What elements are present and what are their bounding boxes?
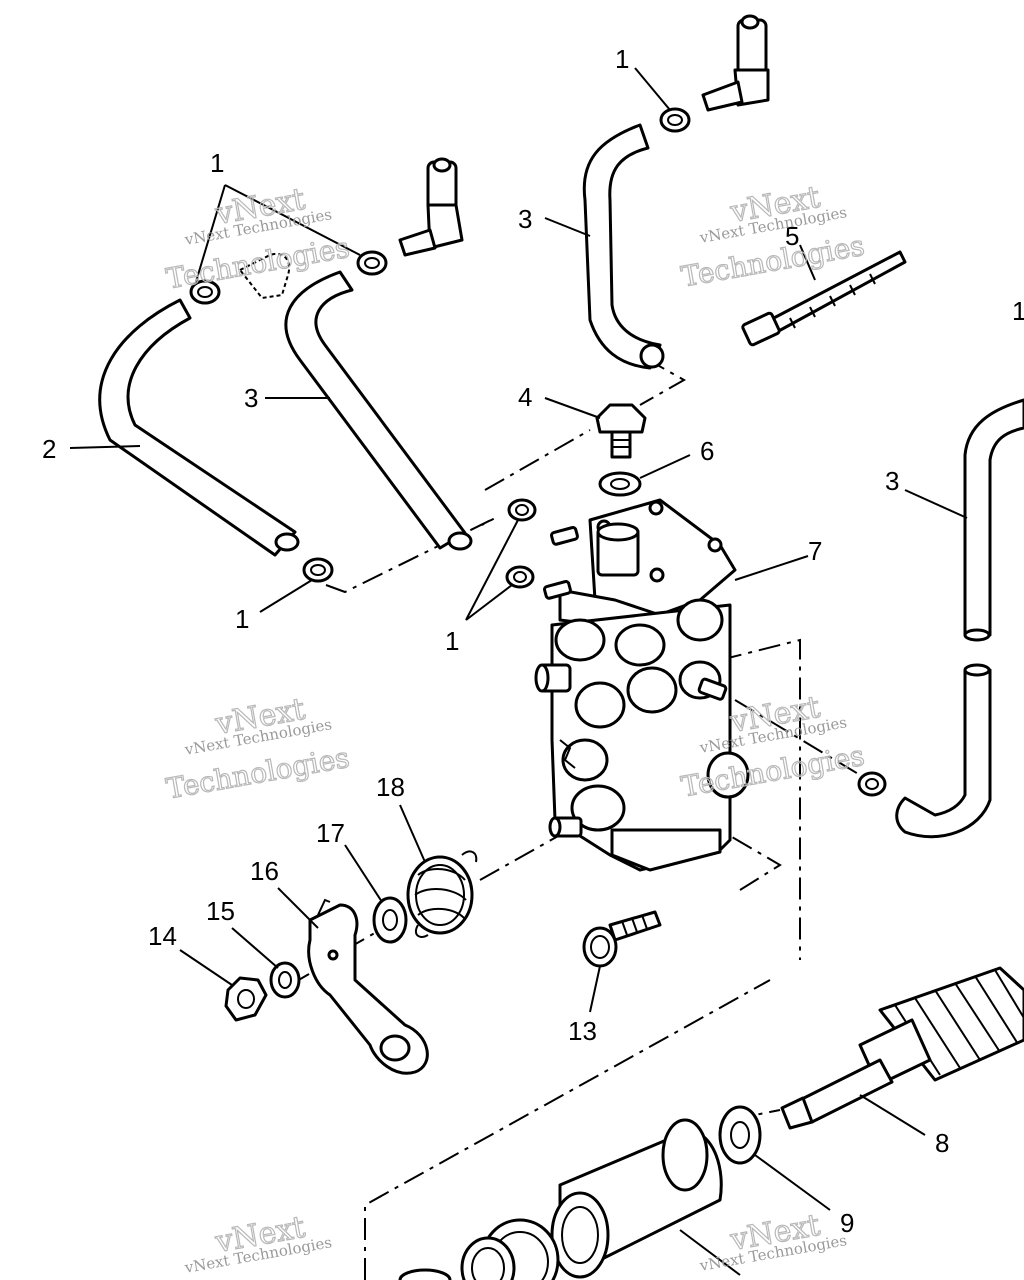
fitting-elbow-ghost <box>238 252 290 300</box>
fitting-elbow-top <box>701 14 770 112</box>
callout-1: 1 <box>445 626 459 656</box>
clamp-1-b <box>356 250 388 276</box>
clamp-1-g <box>857 771 887 797</box>
callout-16: 16 <box>250 856 279 886</box>
callout-15: 15 <box>206 896 235 926</box>
callout-3: 3 <box>244 383 258 413</box>
clamp-1-e <box>507 498 537 522</box>
callout-5: 5 <box>785 221 799 251</box>
lever-16 <box>307 898 429 1075</box>
callout-17: 17 <box>316 818 345 848</box>
callout-14: 14 <box>148 921 177 951</box>
washer-6 <box>598 471 642 497</box>
clamp-1-a <box>189 279 221 305</box>
watermark: vNext vNext Technologies <box>182 1209 333 1277</box>
oil-pump-7 <box>534 498 750 872</box>
callout-6: 6 <box>700 436 714 466</box>
bushing <box>550 1118 723 1279</box>
callout-1: 1 <box>210 148 224 178</box>
washer-15 <box>269 961 301 999</box>
leader-lines <box>69 67 968 1276</box>
callout-1: 1 <box>615 44 629 74</box>
drive-shaft-8 <box>780 966 1024 1130</box>
callout-labels: 1 1 1 1 1 2 3 3 3 4 5 6 7 8 9 13 14 15 1… <box>42 44 1024 1238</box>
clamp-1-f <box>505 565 535 589</box>
fitting-elbow-left <box>398 157 464 257</box>
callout-4: 4 <box>518 382 532 412</box>
hose-3-top <box>582 123 665 370</box>
callout-1: 1 <box>235 604 249 634</box>
watermark: vNext vNext Technologies Technologies <box>163 691 352 806</box>
clamp-1-c <box>302 557 334 583</box>
clamp-1-d <box>659 107 691 133</box>
hose-3-left <box>284 270 473 551</box>
cable-tie-5 <box>741 250 907 347</box>
callout-13: 13 <box>568 1016 597 1046</box>
watermark: vNext vNext Technologies <box>697 1207 848 1275</box>
callout-9: 9 <box>840 1208 854 1238</box>
washer-9 <box>718 1105 762 1165</box>
hose-3-right <box>895 398 1024 839</box>
watermark: vNext vNext Technologies Technologies <box>678 179 867 294</box>
callout-8: 8 <box>935 1128 949 1158</box>
washer-17 <box>372 896 408 944</box>
callout-1: 1 <box>1012 296 1024 326</box>
hose-2 <box>98 298 300 557</box>
callout-3: 3 <box>885 466 899 496</box>
nut-14 <box>224 976 268 1022</box>
screw-13 <box>582 910 662 968</box>
callout-2: 2 <box>42 434 56 464</box>
bolt-4 <box>595 403 647 459</box>
spring-18 <box>406 850 478 938</box>
callout-7: 7 <box>808 536 822 566</box>
seal-spring-bottom <box>398 1218 560 1280</box>
watermark: vNext vNext Technologies Technologies <box>163 181 352 296</box>
callout-3: 3 <box>518 204 532 234</box>
callout-18: 18 <box>376 772 405 802</box>
